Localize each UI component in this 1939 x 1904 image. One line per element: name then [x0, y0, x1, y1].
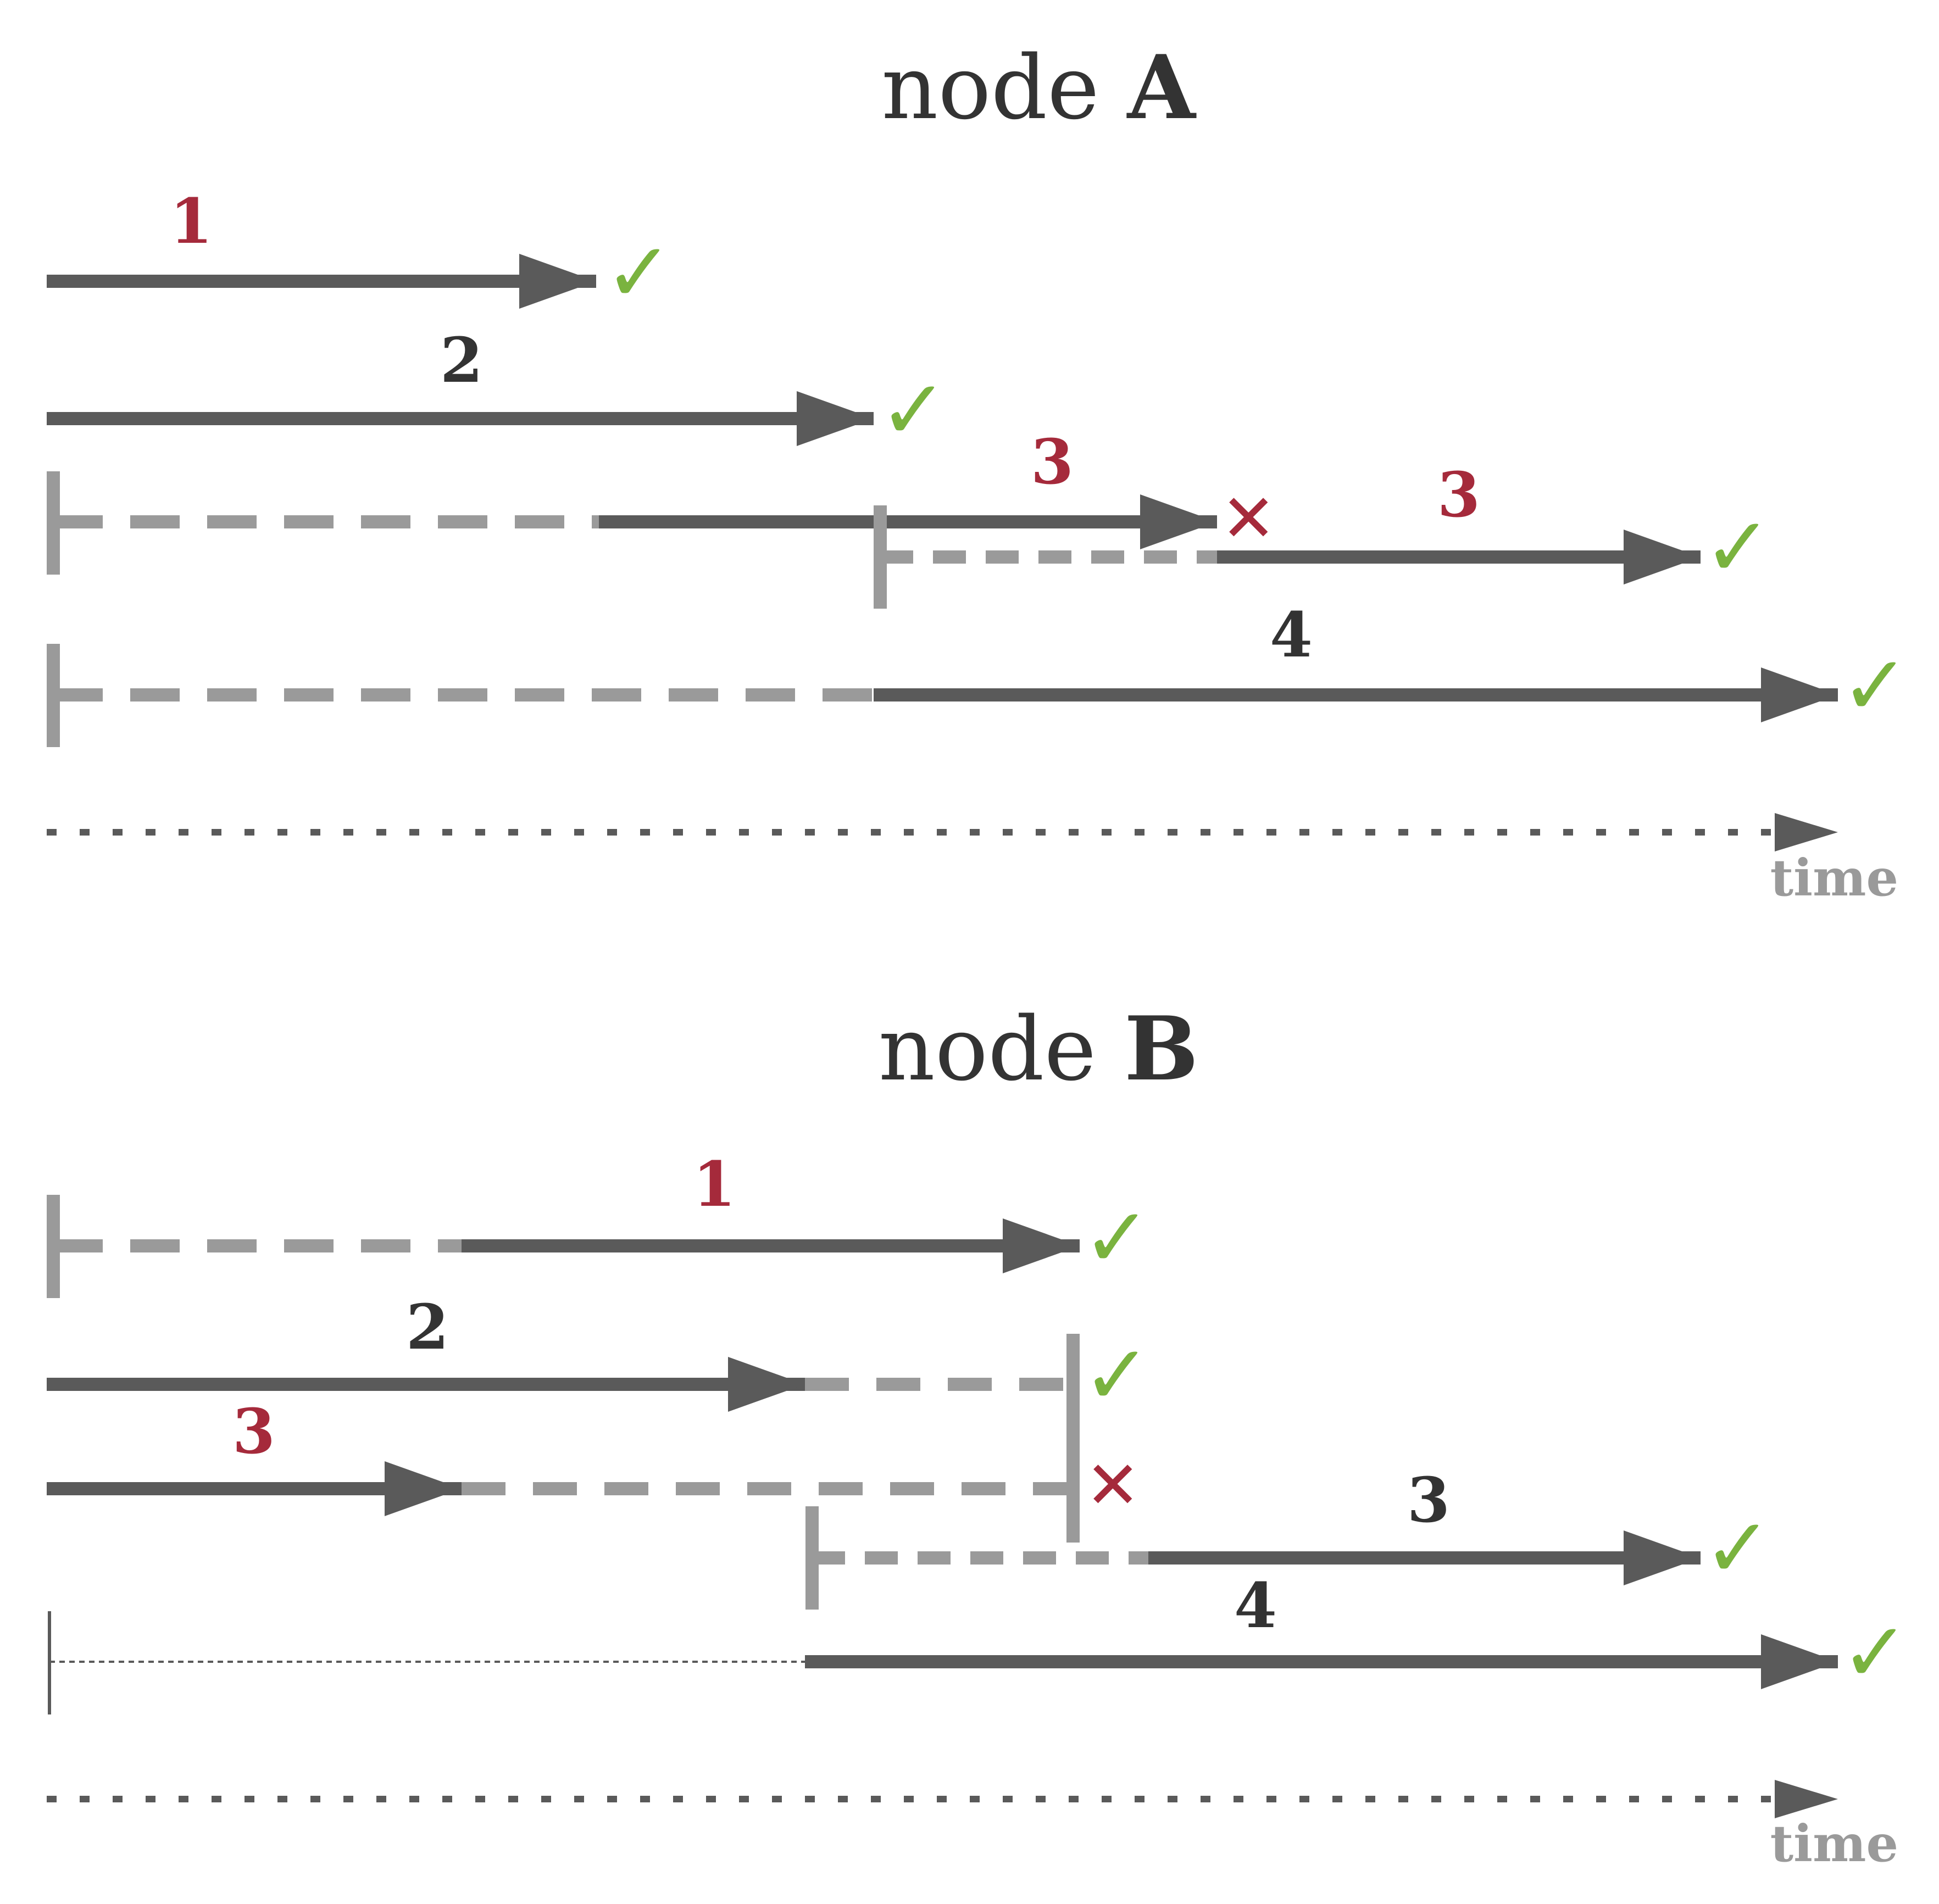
time-axis-label: time	[1770, 848, 1898, 908]
check-icon: ✓	[1082, 1190, 1152, 1286]
check-icon: ✓	[1841, 638, 1910, 734]
row-label: 4	[1234, 1570, 1277, 1642]
cross-icon: ✕	[1221, 481, 1276, 557]
timeline-row-4: 4 ✓	[47, 599, 1910, 747]
row-label: 2	[406, 1291, 449, 1363]
cross-icon: ✕	[1085, 1448, 1141, 1524]
check-icon: ✓	[604, 225, 674, 321]
row-label: 3	[1031, 426, 1074, 498]
row-label: 4	[1270, 599, 1313, 671]
panel-node-a: node A 1 ✓ 2 ✓ 3 ✕ 3 ✓	[47, 36, 1910, 908]
timeline-row-3b: 3 ✓	[805, 1465, 1773, 1610]
time-axis: time	[47, 1780, 1898, 1873]
time-axis: time	[47, 813, 1898, 908]
row-label: 2	[440, 325, 483, 397]
check-icon: ✓	[1703, 500, 1773, 595]
timeline-row-3a: 3 ✕	[47, 1396, 1141, 1524]
timeline-row-4: 4 ✓	[48, 1570, 1910, 1714]
time-axis-label: time	[1770, 1814, 1898, 1873]
row-label: 3	[1437, 459, 1480, 531]
timeline-row-1: 1 ✓	[47, 1149, 1152, 1298]
panel-title: node B	[879, 997, 1199, 1100]
check-icon: ✓	[1082, 1328, 1152, 1423]
timeline-row-3a: 3 ✕	[47, 426, 1276, 575]
row-label: 3	[1407, 1465, 1450, 1536]
time-axis-arrowhead	[1775, 1780, 1838, 1818]
check-icon: ✓	[879, 363, 948, 458]
timeline-row-2: 2 ✓	[47, 1291, 1152, 1423]
row-label: 1	[693, 1149, 736, 1221]
timeline-row-3b: 3 ✓	[874, 459, 1773, 609]
row-label: 1	[170, 186, 213, 258]
time-axis-arrowhead	[1775, 813, 1838, 851]
row-label: 3	[232, 1396, 275, 1468]
timeline-row-1: 1 ✓	[47, 186, 674, 321]
panel-title: node A	[881, 36, 1196, 139]
check-icon: ✓	[1841, 1605, 1910, 1701]
check-icon: ✓	[1703, 1501, 1773, 1596]
timeline-row-2: 2 ✓	[47, 325, 948, 458]
panel-node-b: node B 1 ✓ 2 ✓ 3 ✕	[47, 997, 1910, 1873]
